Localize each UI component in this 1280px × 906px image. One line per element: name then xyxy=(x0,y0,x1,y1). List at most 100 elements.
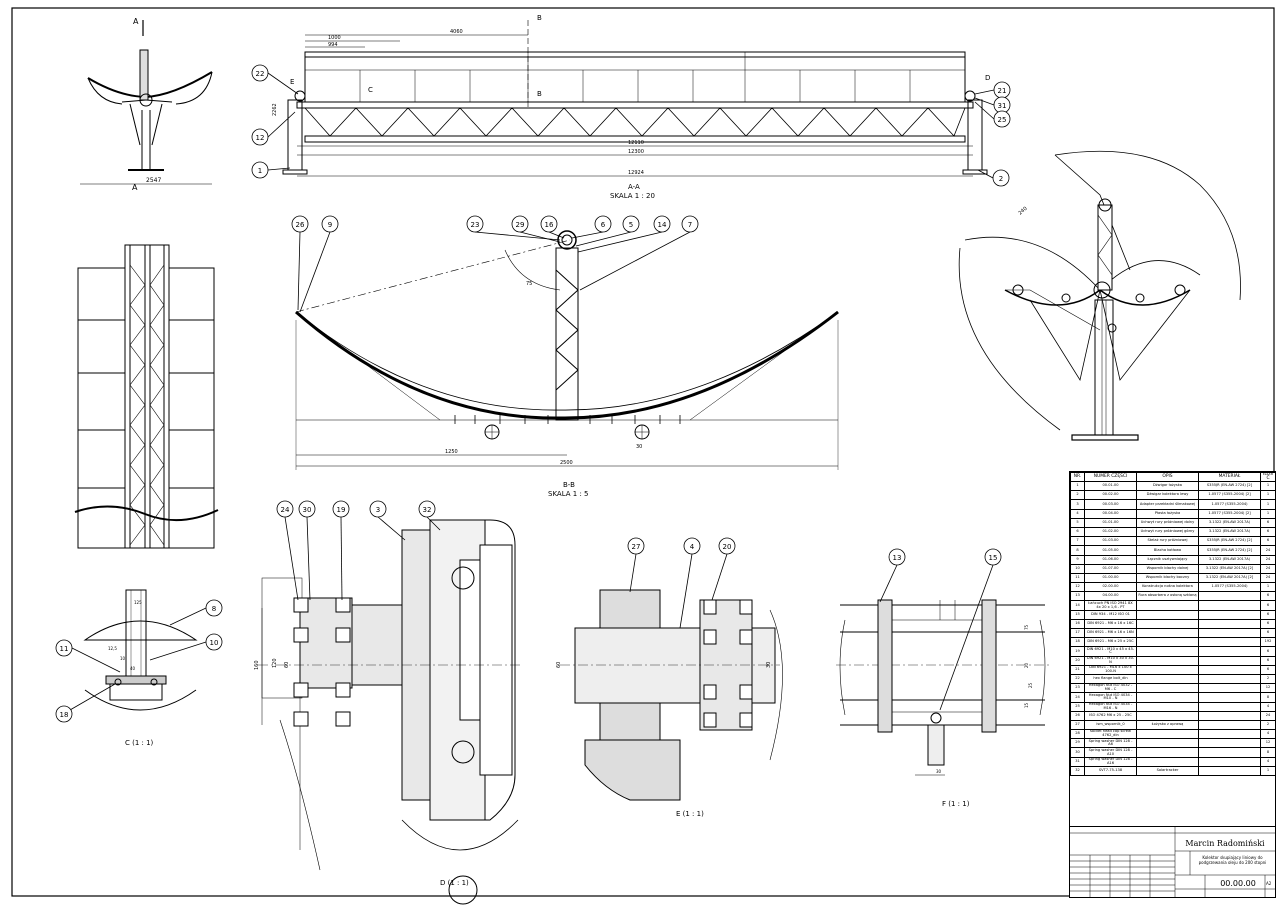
table-cell: 01.05.00 xyxy=(1084,545,1137,556)
table-cell: Wspornik blachy dolnej xyxy=(1136,563,1199,574)
table-cell: 6 xyxy=(1260,591,1276,602)
svg-text:18: 18 xyxy=(60,711,69,719)
table-cell: 21 xyxy=(1070,664,1085,675)
view-bb-title: B-B xyxy=(563,481,575,489)
balloon-5: 5 xyxy=(575,215,640,247)
table-cell: Hexagon Nut ISO 4034 - M16 - N xyxy=(1084,701,1137,712)
table-cell xyxy=(1136,738,1199,749)
table-cell: 3 xyxy=(1070,499,1085,510)
balloon-2: 2 xyxy=(977,169,1010,187)
table-cell xyxy=(1136,756,1199,767)
balloon-10: 10 xyxy=(149,633,223,661)
table-cell: 18 xyxy=(1070,637,1085,648)
table-cell: 1 xyxy=(1260,490,1276,501)
balloon-11: 11 xyxy=(55,639,121,673)
balloons: 22 12 1 21 31 25 2 26 9 23 29 16 6 5 14 … xyxy=(55,64,1011,723)
table-cell: 01.01.00 xyxy=(1084,517,1137,528)
table-cell xyxy=(1198,719,1261,731)
table-cell: 1 xyxy=(1260,499,1276,510)
table-cell: DIN 6921 - M10 x 45 x 45-C xyxy=(1084,646,1137,657)
table-cell: 30 xyxy=(1070,747,1085,758)
table-cell: 3.1322 (EN-AW 2017A) [2] xyxy=(1198,563,1261,574)
balloon-1: 1 xyxy=(251,161,291,179)
header-nr: NR. xyxy=(1070,472,1085,482)
table-cell: 12 xyxy=(1260,683,1276,694)
table-cell: DIN 934 - M12 ISO 01 xyxy=(1084,609,1137,620)
dim-75: 75 xyxy=(526,281,532,287)
table-cell: 24 xyxy=(1260,563,1276,574)
table-cell: 27 xyxy=(1070,719,1085,731)
table-cell: Łożysko z oprawą xyxy=(1136,719,1199,731)
balloon-15: 15 xyxy=(939,548,1002,711)
table-cell: DIN 6921 - M6 x 25 x 25C xyxy=(1084,637,1137,648)
table-cell xyxy=(1136,664,1199,675)
svg-text:26: 26 xyxy=(296,221,305,229)
table-cell xyxy=(1136,627,1199,639)
dim-240: 240 xyxy=(1017,206,1028,217)
table-cell: 6 xyxy=(1260,627,1276,639)
svg-text:21: 21 xyxy=(998,87,1007,95)
rotation-view: 240 xyxy=(958,150,1241,441)
balloon-20: 20 xyxy=(711,537,736,601)
balloon-8: 8 xyxy=(169,599,223,626)
table-cell: 1.0577 (S355-2004) [2] xyxy=(1198,508,1261,519)
view-bb-scale: SKALA 1 : 5 xyxy=(548,490,589,498)
dim-side-width: 2547 xyxy=(146,177,161,184)
dim-4060: 4060 xyxy=(450,29,463,35)
table-cell xyxy=(1198,738,1261,749)
header-material: MATERIAŁ xyxy=(1198,472,1261,482)
table-cell: 6 xyxy=(1260,517,1276,528)
drawing-frame xyxy=(11,7,1275,897)
table-cell xyxy=(1136,683,1199,694)
dim-1000: 1000 xyxy=(328,35,341,41)
table-cell xyxy=(1136,701,1199,712)
table-cell: Adapter przekładni ślimakowej xyxy=(1136,499,1199,510)
table-cell: 15 xyxy=(1070,609,1085,620)
table-cell: Dźwigar kolektora lewy xyxy=(1136,490,1199,501)
dim-12300: 12300 xyxy=(628,149,644,155)
view-aa-scale: SKALA 1 : 20 xyxy=(610,192,655,200)
svg-text:7: 7 xyxy=(688,221,692,229)
section-mark-c: C xyxy=(368,86,373,94)
svg-text:16: 16 xyxy=(545,221,554,229)
table-cell: 1 xyxy=(1260,765,1276,777)
svg-text:12: 12 xyxy=(256,134,265,142)
table-cell: 00.03.00 xyxy=(1084,499,1137,510)
author-name: Marcin Radomiński xyxy=(1185,839,1265,848)
table-cell: 1.0577 (S355-2004) xyxy=(1198,499,1261,510)
detail-d-view: 160 120 60 D (1 : 1) xyxy=(254,519,520,905)
table-cell: 8 xyxy=(1070,545,1085,556)
table-cell: Łącznik usztywniający xyxy=(1136,554,1199,565)
title-block-grid xyxy=(1070,827,1275,897)
svg-text:30: 30 xyxy=(303,506,312,514)
detail-f-view: 75 25 20 15 30 F (1 : 1) xyxy=(836,599,1050,808)
table-cell: 4 xyxy=(1260,756,1276,767)
table-cell: SVT7-75-138 xyxy=(1084,765,1137,777)
balloon-21: 21 xyxy=(974,81,1011,99)
dim-125-c: 125 xyxy=(134,600,142,605)
table-cell: Spring washer DIN 128 - A6 xyxy=(1084,738,1137,749)
table-cell: 00.01.00 xyxy=(1084,480,1137,492)
table-cell: 2 xyxy=(1260,673,1276,685)
dim-30-e: 30 xyxy=(766,662,772,668)
dim-40-c: 40 xyxy=(130,666,136,671)
table-cell: 29 xyxy=(1070,738,1085,749)
table-cell xyxy=(1136,729,1199,740)
table-cell: 1 xyxy=(1070,480,1085,492)
balloon-23: 23 xyxy=(466,215,561,241)
table-cell: 3.1322 (EN-AW 2017A) xyxy=(1198,517,1261,528)
balloon-12: 12 xyxy=(251,111,296,146)
table-cell: 24 xyxy=(1260,572,1276,584)
view-f-title: F (1 : 1) xyxy=(942,800,970,808)
table-cell xyxy=(1198,683,1261,694)
table-cell: 6 xyxy=(1260,600,1276,611)
